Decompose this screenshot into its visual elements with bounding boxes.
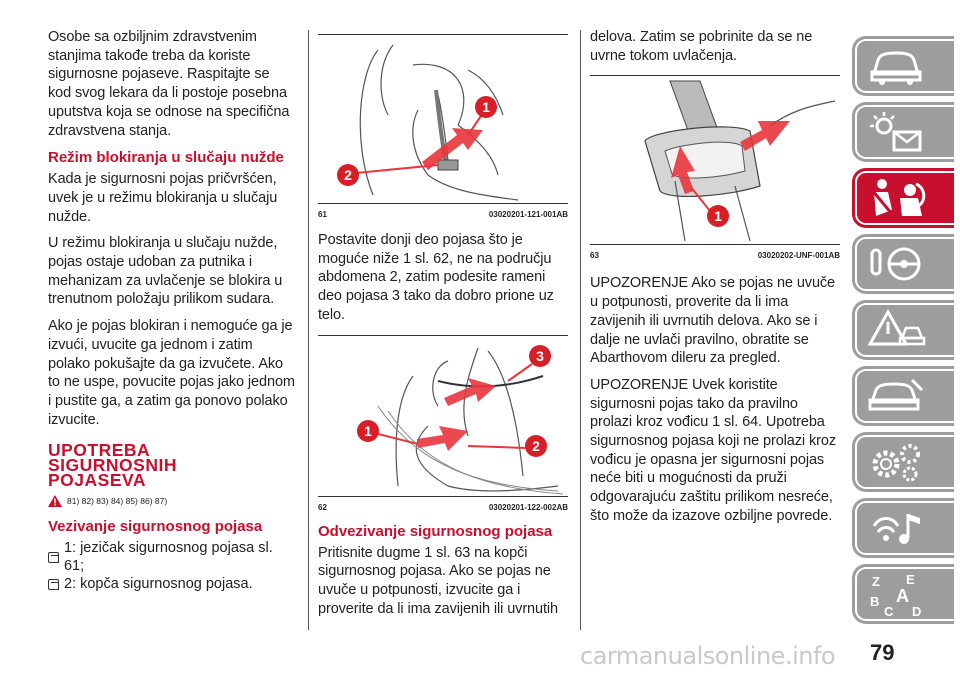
intro-paragraph: Osobe sa ozbiljnim zdravstvenim stanjima… <box>48 29 290 139</box>
column-divider <box>308 30 309 630</box>
tab-maintenance[interactable] <box>852 366 954 426</box>
tab-safety[interactable] <box>852 168 954 228</box>
svg-text:B: B <box>870 594 879 609</box>
figure-61-caption: 61 03020201-121-001AB <box>318 210 568 219</box>
column-2: 1 2 61 03020201-121-001AB Postavite donj… <box>318 34 568 626</box>
fasten-heading: Vezivanje sigurnosnog pojasa <box>48 518 263 536</box>
marker-2: 2 <box>344 167 352 183</box>
warning-paragraph-1: UPOZORENJE Ako se pojas ne uvuče u potpu… <box>590 275 836 367</box>
bullet-icon <box>48 578 59 590</box>
watermark: carmanualsonline.info <box>580 642 836 670</box>
column-3: delova. Zatim se pobrinite da se ne uvrn… <box>590 28 840 534</box>
marker-1: 1 <box>714 208 722 224</box>
figure-62-caption: 62 03020201-122-002AB <box>318 502 568 512</box>
marker-1: 1 <box>364 423 372 439</box>
svg-text:Z: Z <box>872 574 880 589</box>
figure-62: 3 1 2 <box>318 334 568 497</box>
list-item: 1: jezičak sigurnosnog pojasa sl. 61; <box>48 539 296 575</box>
figure-63-caption: 63 03020202-UNF-001AB <box>590 251 840 261</box>
tab-technical-data[interactable] <box>852 432 954 492</box>
chapter-tabs: Z E B A C D <box>852 36 954 630</box>
unfasten-paragraph: Pritisnite dugme 1 sl. 63 na kopči sigur… <box>318 544 558 617</box>
svg-text:A: A <box>896 586 909 606</box>
unfasten-heading: Odvezivanje sigurnosnog pojasa <box>318 522 553 540</box>
column-1: Osobe sa ozbiljnim zdravstvenim stanjima… <box>48 28 296 593</box>
emergency-paragraph-1: Kada je sigurnosni pojas pričvršćen, uve… <box>48 171 278 225</box>
warning-triangle-icon <box>48 495 62 508</box>
continued-paragraph: delova. Zatim se pobrinite da se ne uvrn… <box>590 29 813 64</box>
emergency-paragraph-3: Ako je pojas blokiran i nemoguće ga je i… <box>48 318 295 428</box>
list-item: 2: kopča sigurnosnog pojasa. <box>48 575 296 593</box>
steering-wheel-icon <box>870 247 921 281</box>
index-letters-icon: Z E B A C D <box>870 572 921 619</box>
emergency-paragraph-2: U režimu blokiranja u slučaju nužde, poj… <box>48 235 283 308</box>
warning-lights-icon <box>870 112 922 152</box>
warning-references: 81) 82) 83) 84) 85) 86) 87) <box>48 495 296 508</box>
bullet-icon <box>48 551 59 563</box>
car-maintenance-icon <box>868 378 924 411</box>
car-info-icon <box>870 51 922 85</box>
tab-index[interactable]: Z E B A C D <box>852 564 954 624</box>
tab-warning-lights[interactable] <box>852 102 954 162</box>
road-warning-icon <box>867 308 926 346</box>
svg-text:E: E <box>906 572 915 587</box>
figure-61-illustration: 1 2 <box>337 44 519 201</box>
svg-text:D: D <box>912 604 921 619</box>
warning-paragraph-2: UPOZORENJE Uvek koristite sigurnosni poj… <box>590 376 836 524</box>
svg-text:C: C <box>884 604 894 619</box>
emergency-heading: Režim blokiranja u slučaju nužde <box>48 149 284 167</box>
seatbelt-airbag-icon <box>870 179 926 216</box>
tab-car-info[interactable] <box>852 36 954 96</box>
tab-emergency[interactable] <box>852 300 954 360</box>
marker-1: 1 <box>482 99 490 115</box>
tab-multimedia[interactable] <box>852 498 954 558</box>
page-number: 79 <box>870 640 895 665</box>
figure-62-illustration: 3 1 2 <box>357 344 564 495</box>
section-heading: UPOTREBA SIGURNOSNIH POJASEVA <box>48 440 177 491</box>
column-divider <box>580 30 581 630</box>
multimedia-icon <box>872 514 920 544</box>
tab-driving[interactable] <box>852 234 954 294</box>
figure-63: 1 <box>590 75 840 246</box>
marker-2: 2 <box>532 438 540 454</box>
figure-63-illustration: 1 <box>644 80 836 242</box>
marker-3: 3 <box>536 348 544 364</box>
figure-61: 1 2 <box>318 34 568 204</box>
gears-icon <box>872 444 920 482</box>
adjust-paragraph: Postavite donji deo pojasa što je moguće… <box>318 232 554 323</box>
